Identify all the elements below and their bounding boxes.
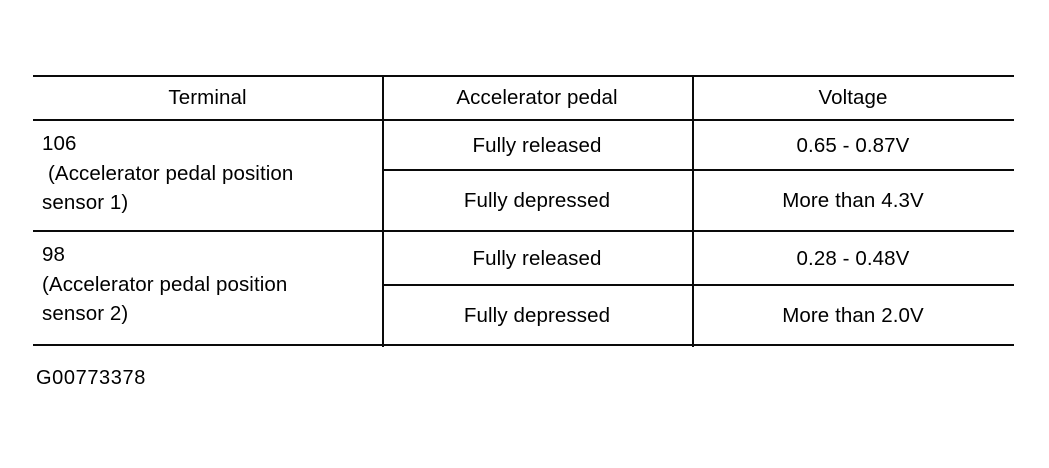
column-header-terminal: Terminal	[33, 75, 382, 121]
pedal-state-106-released: Fully released	[472, 133, 602, 157]
table-rule-group1-inner	[382, 169, 1014, 171]
terminal-cell-98: 98 (Accelerator pedal position sensor 2)	[42, 240, 287, 329]
table-rule-header-bottom	[33, 119, 1014, 122]
table-row: 98 (Accelerator pedal position sensor 2)	[33, 232, 382, 347]
table-divider-voltage	[692, 75, 695, 347]
pedal-state-106-depressed: Fully depressed	[463, 189, 611, 213]
column-header-accelerator-pedal: Accelerator pedal	[382, 75, 692, 121]
column-header-voltage: Voltage	[692, 75, 1014, 121]
voltage-98-released: 0.28 - 0.48V	[796, 246, 910, 270]
column-header-voltage-label: Voltage	[818, 85, 888, 109]
table-rule-group2-inner	[382, 284, 1014, 286]
terminal-description-98-line1: (Accelerator pedal position	[42, 272, 288, 296]
voltage-98-depressed: More than 2.0V	[782, 304, 924, 328]
terminal-description-98-line2: sensor 2)	[42, 302, 129, 326]
specification-table: Terminal Accelerator pedal Voltage 106 (…	[33, 75, 1014, 347]
column-header-terminal-label: Terminal	[168, 85, 247, 109]
terminal-cell-106: 106 (Accelerator pedal position sensor 1…	[42, 129, 293, 218]
terminal-description-106-line1: (Accelerator pedal position	[48, 161, 294, 185]
table-grid: Terminal Accelerator pedal Voltage 106 (…	[33, 75, 1014, 347]
table-divider-terminal	[382, 75, 385, 347]
table-rule-bottom	[33, 344, 1014, 347]
table-row: 106 (Accelerator pedal position sensor 1…	[33, 121, 382, 232]
table-rule-top	[33, 75, 1014, 78]
terminal-number-98: 98	[42, 243, 66, 266]
table-rule-group-separator	[33, 230, 1014, 233]
pedal-state-98-depressed: Fully depressed	[463, 304, 611, 328]
voltage-106-depressed: More than 4.3V	[782, 189, 924, 213]
pedal-state-98-released: Fully released	[472, 246, 602, 270]
voltage-106-released: 0.65 - 0.87V	[796, 133, 910, 157]
column-header-accelerator-pedal-label: Accelerator pedal	[456, 85, 618, 109]
figure-caption: G00773378	[36, 367, 146, 389]
terminal-number-106: 106	[42, 132, 77, 155]
terminal-description-106-line2: sensor 1)	[42, 191, 129, 215]
